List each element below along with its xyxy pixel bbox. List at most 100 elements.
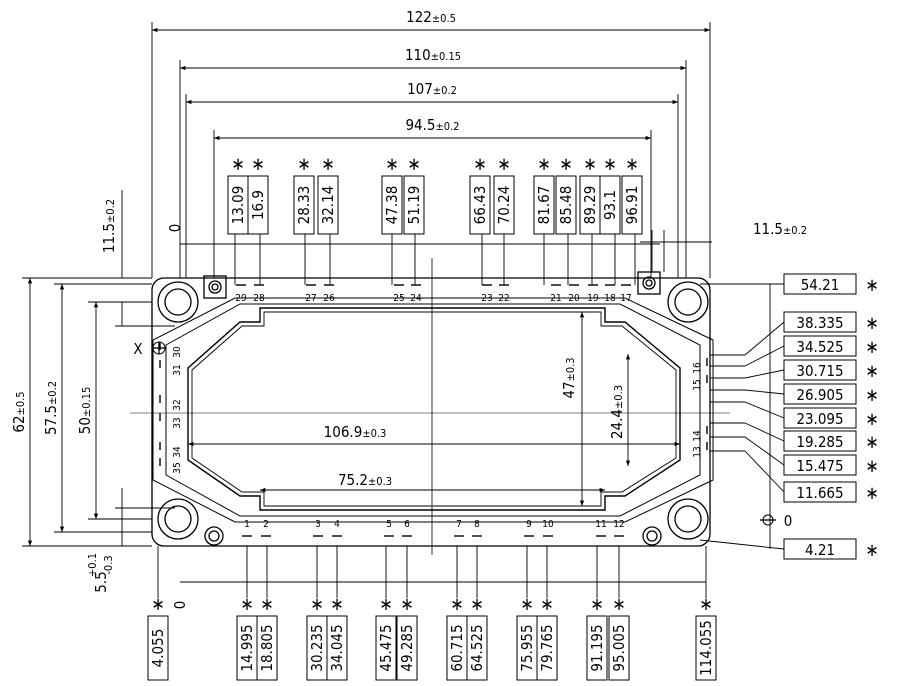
top-pos-star-5: ∗	[407, 154, 421, 175]
top-pos-star-8: ∗	[537, 154, 551, 175]
top-pos-value-7: 70.24	[495, 186, 513, 225]
right-pos-star-5: ∗	[865, 409, 879, 430]
datum-x-label: X	[133, 340, 142, 358]
guide-pin-tr	[637, 271, 661, 295]
bottom-pin-num-2: 2	[263, 519, 269, 530]
bottom-pos-box-0	[147, 615, 169, 681]
top-pos-value-8: 81.67	[535, 186, 553, 225]
bottom-pos-value-0: 4.055	[149, 629, 167, 668]
dim-label-w122: 122±0.5	[406, 8, 456, 26]
left-pin-num-30: 30	[172, 346, 183, 358]
bottom-pos-value-13: 114.055	[697, 620, 715, 676]
top-pos-star-1: ∗	[251, 154, 265, 175]
right-pin-num-15: 15	[692, 379, 703, 390]
top-pos-value-11: 93.1	[601, 190, 619, 220]
bottom-pos-star-6: ∗	[400, 594, 414, 615]
bottom-pos-star-12: ∗	[612, 594, 626, 615]
right-pos-value-2: 34.525	[796, 338, 843, 356]
bottom-pos-value-5: 45.475	[377, 624, 395, 671]
right-pin-num-14: 14	[692, 430, 703, 442]
dim-label-w107: 107±0.2	[407, 80, 457, 98]
right-pos-value-3: 30.715	[796, 362, 843, 380]
top-pos-star-10: ∗	[583, 154, 597, 175]
dim-label-r11: 11.5±0.2	[753, 220, 807, 238]
top-pos-value-1: 16.9	[249, 190, 267, 220]
right-pos-box-0	[783, 273, 857, 295]
right-pos-value-8: 11.665	[796, 484, 843, 502]
right-pos-value-1: 38.335	[796, 314, 843, 332]
bottom-pos-box-13	[695, 615, 717, 681]
datum-zero-right: 0	[784, 512, 793, 530]
right-pos-value-9: 4.21	[805, 541, 835, 559]
dim-label-i75: 75.2±0.3	[338, 471, 392, 489]
right-pos-box-7	[783, 454, 857, 476]
package-outline	[151, 277, 711, 547]
dim-label-h62: 62±0.5	[10, 391, 28, 432]
bottom-pin-num-4: 4	[334, 519, 340, 530]
bottom-pos-star-2: ∗	[260, 594, 274, 615]
top-pos-box-4	[381, 175, 403, 235]
right-pos-star-2: ∗	[865, 337, 879, 358]
datum-zero-top: 0	[166, 224, 184, 233]
mounting-hole-bl	[157, 498, 199, 540]
right-leader-8	[744, 450, 785, 493]
top-pin-num-22: 22	[498, 293, 509, 304]
gel-window	[187, 307, 681, 511]
bottom-pos-value-2: 18.805	[258, 624, 276, 671]
top-pin-num-29: 29	[235, 293, 247, 304]
top-pos-box-5	[403, 175, 425, 235]
bottom-pos-star-0: ∗	[151, 594, 165, 615]
top-pin-num-28: 28	[253, 293, 265, 304]
top-pin-num-27: 27	[305, 293, 316, 304]
top-pos-box-7	[493, 175, 515, 235]
bottom-pin-num-12: 12	[613, 519, 624, 530]
right-pos-star-3: ∗	[865, 361, 879, 382]
top-pos-star-12: ∗	[625, 154, 639, 175]
dim-label-i106: 106.9±0.3	[324, 423, 387, 441]
right-leader-5	[744, 401, 785, 419]
right-pos-value-7: 15.475	[796, 457, 843, 475]
right-pos-box-8	[783, 481, 857, 503]
top-pos-star-3: ∗	[321, 154, 335, 175]
inner-frame	[152, 297, 714, 523]
dim-label-i24: 24.4±0.3	[608, 385, 626, 439]
bottom-pos-star-10: ∗	[540, 594, 554, 615]
top-pos-box-8	[533, 175, 555, 235]
bottom-pos-star-4: ∗	[330, 594, 344, 615]
right-pin-num-13: 13	[692, 446, 703, 457]
top-pos-star-9: ∗	[559, 154, 573, 175]
bottom-pos-box-12	[608, 615, 630, 681]
left-pin-num-31: 31	[172, 364, 183, 375]
right-pos-box-5	[783, 407, 857, 429]
dim-label-h57: 57.5±0.2	[42, 381, 60, 435]
right-pos-box-1	[783, 311, 857, 333]
top-pos-box-3	[317, 175, 339, 235]
bottom-pos-box-11	[586, 615, 608, 681]
datum-zero-bottom: 0	[171, 601, 189, 610]
top-pos-value-6: 66.43	[471, 186, 489, 225]
bottom-pos-box-10	[536, 615, 558, 681]
top-pos-box-9	[555, 175, 577, 235]
right-pos-star-6: ∗	[865, 432, 879, 453]
right-pos-value-5: 23.095	[796, 410, 843, 428]
top-pin-num-25: 25	[393, 293, 404, 304]
left-pin-num-33: 33	[172, 417, 183, 428]
bottom-pos-value-3: 30.235	[308, 624, 326, 671]
bottom-pos-star-3: ∗	[310, 594, 324, 615]
bottom-pin-num-3: 3	[315, 519, 321, 530]
top-pin-num-19: 19	[587, 293, 599, 304]
dim-label-h50: 50±0.15	[76, 387, 94, 435]
left-pin-num-35: 35	[172, 462, 183, 473]
mounting-hole-tr	[667, 281, 709, 323]
bottom-pos-star-13: ∗	[699, 594, 713, 615]
top-pin-num-23: 23	[481, 293, 492, 304]
right-leader-2	[744, 345, 785, 367]
dim-label-i47: 47±0.3	[560, 357, 578, 398]
bottom-pos-star-7: ∗	[450, 594, 464, 615]
bottom-pin-num-5: 5	[386, 519, 392, 530]
bottom-pos-value-10: 79.765	[538, 624, 556, 671]
gel-window-inner	[191, 311, 677, 507]
right-pos-box-9	[783, 538, 857, 560]
